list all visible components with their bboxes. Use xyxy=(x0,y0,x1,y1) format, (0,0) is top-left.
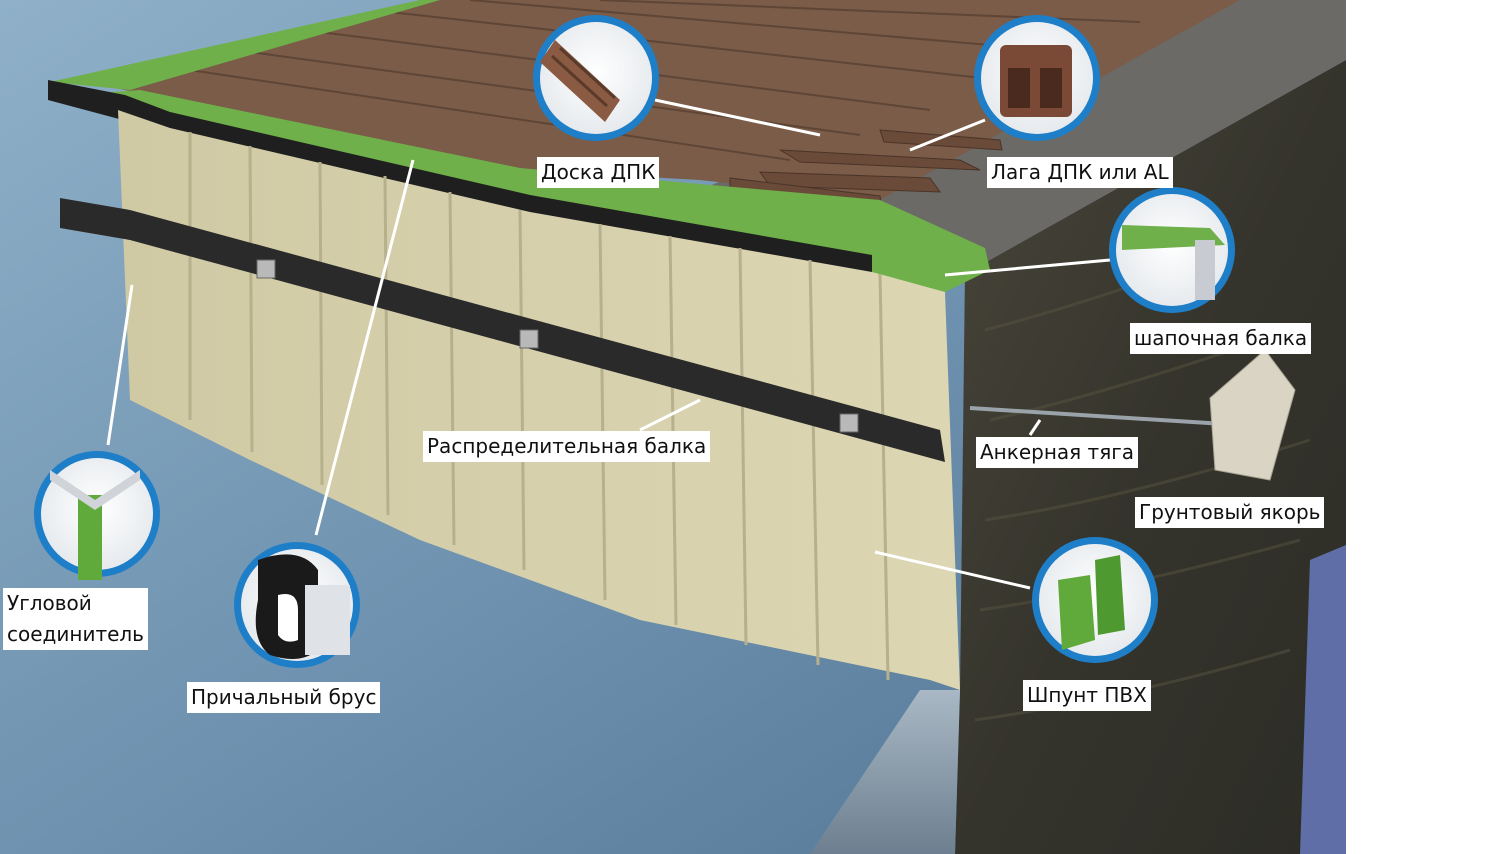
label-uglovoy-line1: Угловой xyxy=(7,591,92,615)
label-gruntovy-yakor: Грунтовый якорь xyxy=(1135,497,1325,528)
beam-bolts xyxy=(256,259,859,433)
cap-rubber-edge xyxy=(48,80,872,275)
label-laga: Лага ДПК или AL xyxy=(987,157,1173,188)
deck xyxy=(115,0,1240,200)
distribution-beam xyxy=(60,198,945,462)
ground-anchor xyxy=(1209,349,1296,481)
label-doska-dpk: Доска ДПК xyxy=(537,157,660,188)
label-uglovoy-soedinitel: Угловой соединитель xyxy=(3,588,148,650)
right-margin xyxy=(1346,0,1506,854)
callout-uglovoy xyxy=(34,451,160,580)
sheet-pile-profile-icon xyxy=(1058,555,1125,650)
underwater-wall xyxy=(810,690,960,854)
label-prichalny-brus: Причальный брус xyxy=(187,682,381,713)
cap-beam-icon xyxy=(1122,225,1225,300)
wall-ribs xyxy=(188,132,890,681)
label-ankernaya-tyaga: Анкерная тяга xyxy=(976,437,1139,468)
corner-connector-icon xyxy=(50,470,140,580)
callout-shapochnaya xyxy=(1109,187,1235,313)
callout-prichalny xyxy=(234,542,360,668)
fender-profile-icon xyxy=(255,554,350,659)
joist-profile-icon xyxy=(1000,45,1072,117)
label-shapochnaya-balka: шапочная балка xyxy=(1130,323,1312,354)
board-profile-icon xyxy=(540,40,620,122)
callout-shpunt xyxy=(1032,537,1158,663)
label-shpunt-pvh: Шпунт ПВХ xyxy=(1023,680,1151,711)
soil-block xyxy=(955,60,1346,854)
leader-lines xyxy=(106,98,1111,590)
anchor-rod xyxy=(969,406,1241,427)
callout-doska xyxy=(533,15,659,141)
cap-frame-back xyxy=(50,0,440,90)
side-face xyxy=(1300,545,1346,854)
label-raspredelitelnaya-balka: Распределительная балка xyxy=(423,431,711,462)
sheet-pile-wall xyxy=(118,110,960,690)
label-uglovoy-line2: соединитель xyxy=(7,622,144,646)
callout-laga xyxy=(974,15,1100,141)
